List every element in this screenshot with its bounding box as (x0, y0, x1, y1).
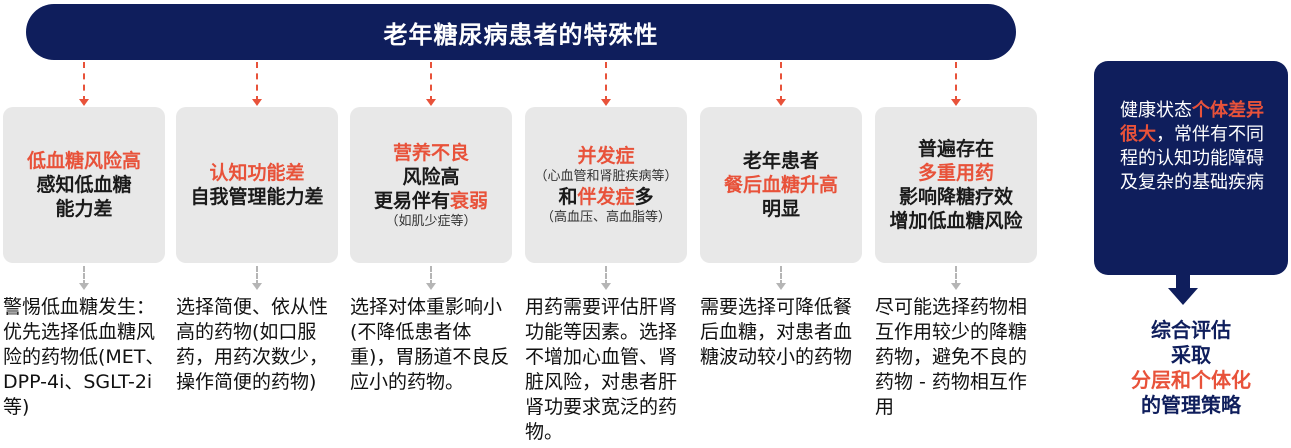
strategy-text: 选择简便、依从性高的药物(如口服药，用药次数少，操作简便的药物) (176, 296, 329, 393)
side-summary-box: 健康状态个体差异很大，常伴有不同程的认知功能障碍及复杂的基础疾病 (1094, 61, 1288, 275)
feature-line: （心血管和肾脏疾病等） (534, 169, 678, 184)
feature-line: 感知低血糖 (36, 174, 132, 196)
feature-line: 明显 (761, 198, 800, 220)
dashed-arrow-icon (776, 266, 786, 290)
feature-line: 老年患者 (742, 150, 819, 172)
strategy-text: 选择对体重影响小 (不降低患者体重)，胃肠道不良反应小的药物。 (350, 296, 510, 393)
conclusion: 综合评估 采取 分层和个体化 的管理策略 (1094, 318, 1288, 418)
feature-line: 风险高 (402, 165, 460, 188)
feature-line: （高血压、高血脂等） (540, 210, 671, 225)
dashed-arrow-icon (79, 62, 89, 106)
strategy-text: 尽可能选择药物相互作用较少的降糖药物，避免不良的药物 - 药物相互作用 (875, 296, 1028, 418)
side-suffix: ，常伴有不同程的认知功能障碍及复杂的基础疾病 (1120, 124, 1264, 193)
dashed-arrow-icon (601, 62, 611, 106)
side-highlight: 个体差异很大 (1120, 100, 1264, 145)
strategy-text: 需要选择可降低餐后血糖，对患者血糖波动较小的药物 (700, 296, 853, 368)
feature-box: 老年患者餐后血糖升高明显 (700, 107, 862, 263)
side-prefix: 健康状态 (1120, 100, 1192, 121)
dashed-arrow-icon (776, 62, 786, 106)
dashed-arrow-icon (951, 266, 961, 290)
conclusion-line1: 综合评估 (1151, 318, 1231, 342)
feature-line: 认知功能差 (209, 162, 305, 184)
feature-box: 普遍存在多重用药影响降糖疗效增加低血糖风险 (875, 107, 1037, 263)
feature-line: 更易伴有衰弱 (373, 189, 489, 212)
dashed-arrow-icon (951, 62, 961, 106)
feature-line: 多重用药 (917, 162, 994, 184)
feature-line: （如肌少症等） (385, 213, 477, 229)
dashed-arrow-icon (79, 266, 89, 290)
dashed-arrow-icon (426, 266, 436, 290)
feature-line: 营养不良 (392, 141, 469, 164)
conclusion-line2: 采取 (1171, 343, 1211, 367)
feature-line: 低血糖风险高 (26, 150, 141, 172)
page-title: 老年糖尿病患者的特殊性 (383, 20, 659, 49)
conclusion-line3: 分层和个体化 (1131, 368, 1251, 392)
feature-box: 认知功能差自我管理能力差 (176, 107, 338, 263)
strategy-text: 警惕低血糖发生：优先选择低血糖风险的药物低(MET、DPP-4i、SGLT-2i… (3, 296, 165, 418)
feature-line: 自我管理能力差 (190, 186, 324, 208)
feature-line: 增加低血糖风险 (889, 210, 1023, 232)
title-banner: 老年糖尿病患者的特殊性 (26, 4, 1016, 60)
feature-line: 和伴发症多 (558, 186, 654, 208)
feature-line: 餐后血糖升高 (723, 174, 838, 196)
feature-box: 营养不良风险高更易伴有衰弱（如肌少症等） (350, 107, 512, 263)
strategy-text: 用药需要评估肝肾功能等因素。选择不增加心血管、肾脏风险，对患者肝肾功要求宽泛的药… (525, 296, 678, 443)
dashed-arrow-icon (252, 266, 262, 290)
dashed-arrow-icon (426, 62, 436, 106)
feature-line: 影响降糖疗效 (898, 186, 1013, 208)
feature-line: 能力差 (55, 198, 113, 220)
dashed-arrow-icon (601, 266, 611, 290)
feature-line: 普遍存在 (917, 138, 994, 160)
feature-box: 并发症 （心血管和肾脏疾病等） 和伴发症多 （高血压、高血脂等） (525, 107, 687, 263)
dashed-arrow-icon (252, 62, 262, 106)
conclusion-line4: 的管理策略 (1141, 393, 1241, 417)
feature-line: 并发症 (577, 145, 635, 167)
feature-box: 低血糖风险高感知低血糖能力差 (3, 107, 165, 263)
